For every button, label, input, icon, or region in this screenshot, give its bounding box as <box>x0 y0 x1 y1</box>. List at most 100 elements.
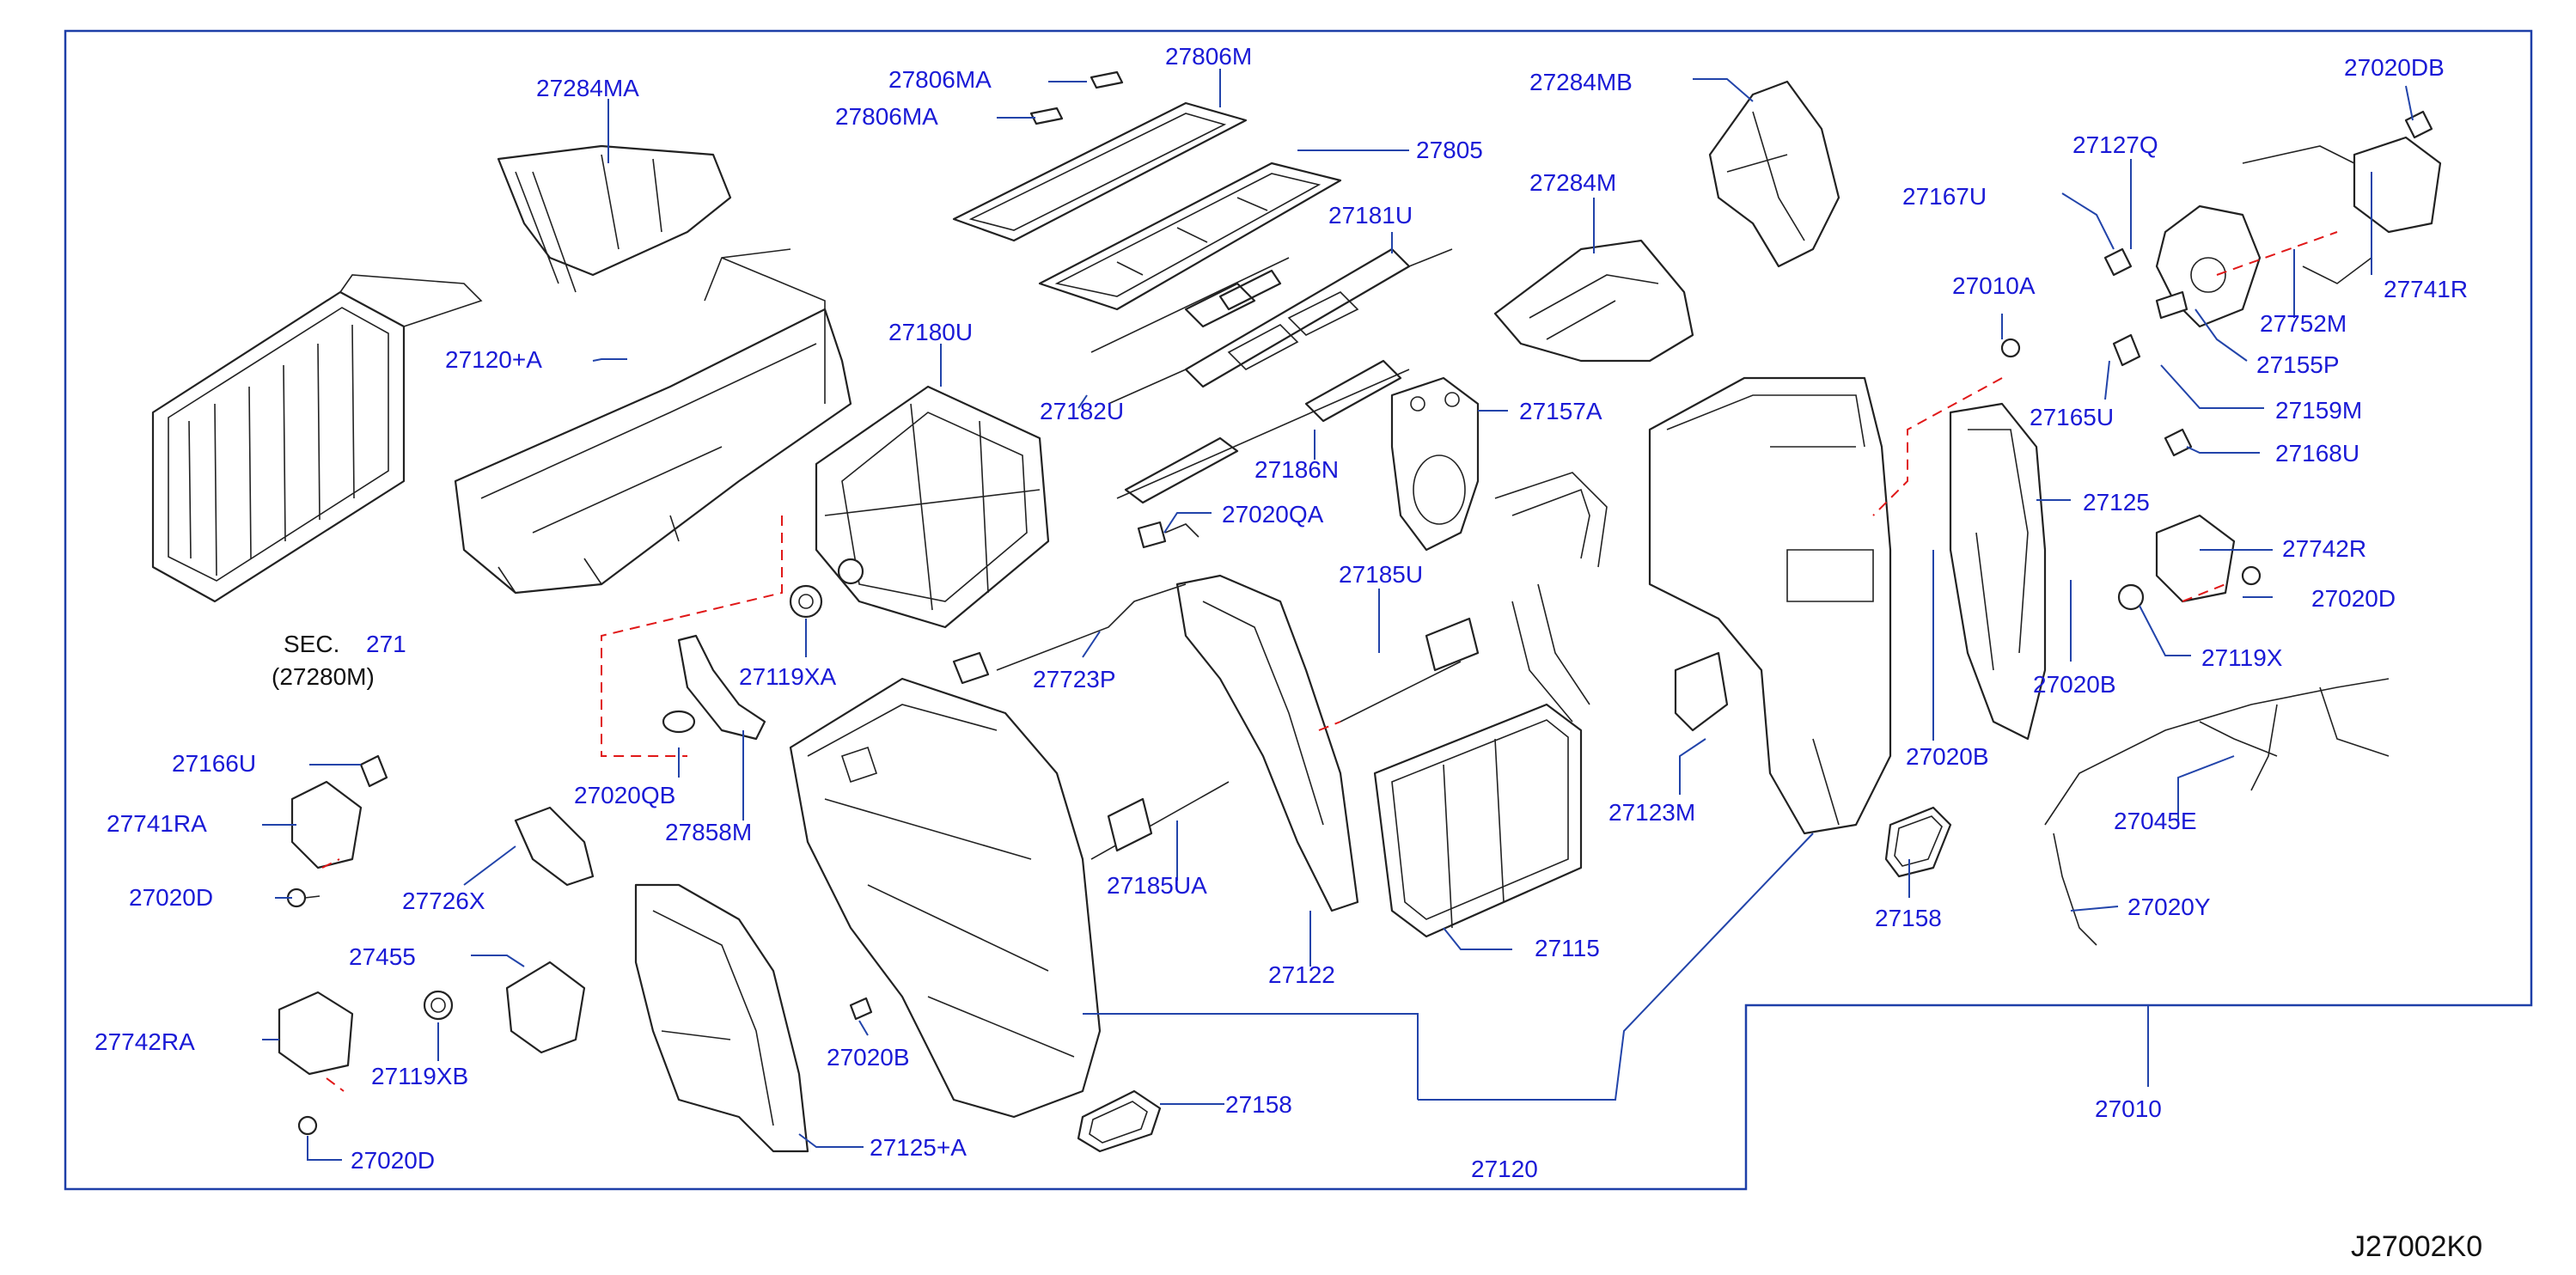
label-27167U: 27167U <box>1902 183 1987 210</box>
motor-27455 <box>505 961 586 1054</box>
label-27020B-center: 27020B <box>1906 743 1989 770</box>
label-27120A: 27120+A <box>445 346 542 373</box>
label-27020DB: 27020DB <box>2344 54 2445 81</box>
dash-line-2 <box>1872 377 2003 516</box>
screw-27020D-bottom <box>297 1115 318 1136</box>
label-27723P: 27723P <box>1033 666 1116 692</box>
label-27020Y: 27020Y <box>2127 894 2211 920</box>
label-27119X: 27119X <box>2201 644 2283 671</box>
wire-harness <box>2044 678 2390 946</box>
label-27115: 27115 <box>1535 935 1600 961</box>
deflector-27123M <box>1674 651 1729 732</box>
rod-27185UA <box>1090 781 1230 860</box>
upper-case-27284MA <box>497 144 732 293</box>
filter-27806M <box>952 101 1248 242</box>
diagram-code: J27002K0 <box>2351 1230 2482 1263</box>
gasket-27157A <box>1390 376 1480 552</box>
door-27181U <box>1108 247 1453 405</box>
label-27020D-left-2: 27020D <box>351 1147 435 1174</box>
label-27020D-left-1: 27020D <box>129 884 213 911</box>
label-27157A: 27157A <box>1519 398 1602 424</box>
clip-27166U <box>359 754 388 788</box>
leader-lines <box>262 69 2414 1161</box>
filter-27805 <box>1038 162 1342 311</box>
label-27020B-right: 27020B <box>2033 671 2116 698</box>
seal-27158-bottom <box>1077 1089 1162 1153</box>
label-27742RA: 27742RA <box>95 1028 195 1055</box>
label-27806MA-2: 27806MA <box>835 103 938 130</box>
lower-case-27120 <box>789 677 1102 1119</box>
case-right-half <box>1648 376 1892 835</box>
link-27155P <box>2155 145 2372 328</box>
filter-clips <box>1029 70 1124 125</box>
label-27166U: 27166U <box>172 750 256 777</box>
dash-line-4 <box>2182 583 2226 602</box>
duct-27122 <box>1175 574 1359 912</box>
dash-line-7 <box>1318 721 1341 731</box>
label-27185UA: 27185UA <box>1107 872 1207 899</box>
label-27806M: 27806M <box>1165 43 1252 70</box>
label-27805: 27805 <box>1416 137 1483 163</box>
screw-27020D-left <box>286 888 320 908</box>
dash-line-1 <box>601 515 783 757</box>
sensor-27726X <box>514 806 595 887</box>
clip-27020B-lower <box>849 997 873 1021</box>
actuator-27742RA <box>278 991 354 1076</box>
label-27045E: 27045E <box>2114 808 2197 834</box>
small-clips-right <box>2000 247 2193 457</box>
door-27182U <box>1090 257 1290 353</box>
label-27159M: 27159M <box>2275 397 2362 424</box>
label-27010A: 27010A <box>1952 272 2036 299</box>
label-27155P: 27155P <box>2256 351 2340 378</box>
label-27020QA: 27020QA <box>1222 501 1324 528</box>
label-27284M: 27284M <box>1529 169 1616 196</box>
case-27125A <box>634 883 809 1153</box>
label-27120: 27120 <box>1471 1156 1538 1182</box>
seal-27158-right <box>1884 806 1952 878</box>
label-27185U: 27185U <box>1339 561 1423 588</box>
heater-hoses <box>1494 472 1608 723</box>
label-27284MB: 27284MB <box>1529 69 1633 95</box>
grommet-27119XB <box>423 990 454 1021</box>
actuator-27741R <box>2353 110 2442 234</box>
case-27284MB <box>1708 80 1840 268</box>
dash-line-6 <box>326 1077 345 1092</box>
label-27181U: 27181U <box>1328 202 1413 229</box>
heater-core-27115 <box>1373 703 1583 938</box>
label-27752M: 27752M <box>2260 310 2347 337</box>
label-27165U: 27165U <box>2030 404 2114 430</box>
label-27742R: 27742R <box>2282 535 2366 562</box>
dash-line-3 <box>2216 231 2338 276</box>
rod-27185U <box>1340 617 1480 723</box>
hose-27858M <box>662 634 766 741</box>
label-27127Q: 27127Q <box>2072 131 2158 158</box>
label-sec-part: (27280M) <box>272 663 375 690</box>
evaporator-core <box>151 274 483 603</box>
label-27020B-left: 27020B <box>827 1044 910 1071</box>
case-27284M <box>1493 239 1694 363</box>
label-27182U: 27182U <box>1040 398 1124 424</box>
housing-27120A <box>454 248 852 595</box>
door-27186N <box>1116 359 1410 504</box>
label-27119XA: 27119XA <box>739 663 836 690</box>
label-27168U: 27168U <box>2275 440 2359 467</box>
label-27180U: 27180U <box>888 319 973 345</box>
grommet-27119XA <box>789 584 823 619</box>
label-27020D-right: 27020D <box>2311 585 2396 612</box>
label-27123M: 27123M <box>1608 799 1695 826</box>
label-27726X: 27726X <box>402 888 485 914</box>
label-sec: SEC. <box>284 631 339 657</box>
actuator-27742R <box>2117 514 2262 611</box>
diagram-frame <box>64 29 2533 1191</box>
label-27158-right: 27158 <box>1875 905 1942 931</box>
label-27010: 27010 <box>2095 1095 2162 1122</box>
label-27858M: 27858M <box>665 819 752 845</box>
label-27455: 27455 <box>349 943 416 970</box>
label-27284MA: 27284MA <box>536 75 639 101</box>
label-27119XB: 27119XB <box>371 1063 468 1089</box>
label-27158-bottom: 27158 <box>1225 1091 1292 1118</box>
label-27806MA-1: 27806MA <box>888 66 992 93</box>
label-sec-number: 271 <box>366 631 406 657</box>
actuator-27741RA <box>290 780 363 869</box>
